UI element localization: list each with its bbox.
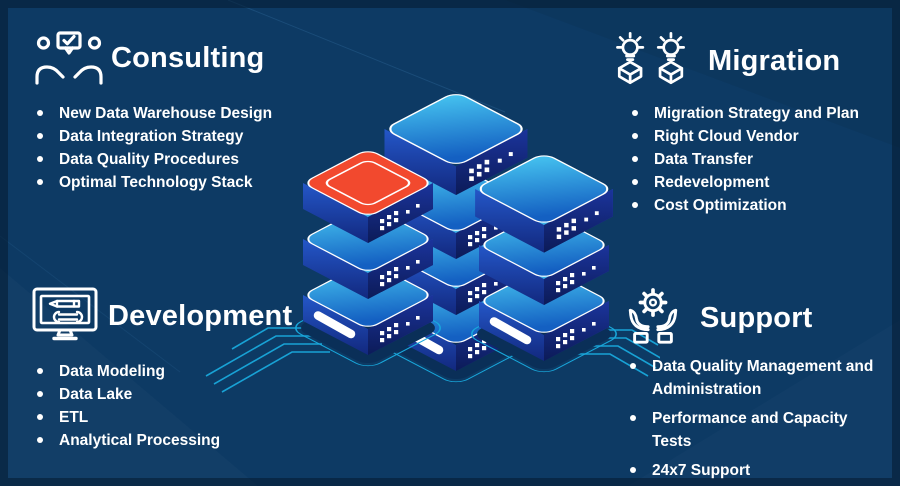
list-item-text: 24x7 Support: [652, 462, 751, 479]
list-item: Migration Strategy and Plan: [632, 102, 890, 125]
list-item: Analytical Processing: [37, 429, 304, 452]
bullet-dot: [630, 415, 636, 421]
list-item-text: Data Quality Management and Administrati…: [652, 358, 874, 398]
bullet-dot: [37, 437, 43, 443]
bullet-dot: [37, 133, 43, 139]
migration-title: Migration: [708, 44, 841, 77]
server-stacks-illustration: [205, 80, 660, 393]
list-item: Data Quality Procedures: [37, 148, 297, 171]
bullet-dot: [630, 467, 636, 473]
list-item: Data Modeling: [37, 360, 304, 383]
bullet-dot: [37, 414, 43, 420]
list-item: Data Lake: [37, 383, 304, 406]
development-title: Development: [108, 299, 293, 332]
support-title: Support: [700, 301, 813, 334]
bullet-dot: [632, 133, 638, 139]
bullet-dot: [632, 110, 638, 116]
list-item-text: Data Integration Strategy: [59, 128, 244, 145]
consulting-title: Consulting: [111, 41, 265, 74]
list-item: ETL: [37, 406, 304, 429]
development-header: Development: [32, 286, 304, 346]
list-item: Data Transfer: [632, 148, 890, 171]
bullet-dot: [37, 110, 43, 116]
section-support: Support Data Quality Management and Admi…: [622, 288, 890, 485]
consulting-header: Consulting: [35, 30, 297, 86]
list-item-text: New Data Warehouse Design: [59, 105, 273, 122]
server-column-right: [464, 153, 624, 377]
list-item-text: Data Lake: [59, 386, 133, 403]
monitor-tools-icon: [32, 287, 98, 341]
list-item-text: Optimal Technology Stack: [59, 174, 253, 191]
list-item-text: Data Transfer: [654, 151, 754, 168]
list-item: Cost Optimization: [632, 194, 890, 217]
list-item-text: Right Cloud Vendor: [654, 128, 799, 145]
list-item-text: Redevelopment: [654, 174, 770, 191]
list-item-text: Performance and Capacity Tests: [652, 410, 848, 450]
bullet-dot: [632, 179, 638, 185]
support-list: Data Quality Management and Administrati…: [622, 352, 890, 485]
migration-header: Migration: [612, 32, 890, 89]
list-item-text: ETL: [59, 409, 89, 426]
support-header: Support: [622, 288, 890, 347]
server-column-left: [288, 149, 448, 371]
bullet-dot: [630, 363, 636, 369]
list-item: Right Cloud Vendor: [632, 125, 890, 148]
bullet-dot: [37, 179, 43, 185]
list-item: Optimal Technology Stack: [37, 171, 297, 194]
list-item-text: Data Modeling: [59, 363, 165, 380]
idea-cubes-icon: [616, 32, 685, 85]
list-item: 24x7 Support: [630, 456, 890, 485]
handshake-check-icon: [35, 31, 103, 85]
bullet-dot: [37, 391, 43, 397]
hands-gear-icon: [628, 288, 678, 344]
bullet-dot: [37, 368, 43, 374]
bullet-dot: [632, 202, 638, 208]
list-item: Performance and Capacity Tests: [630, 404, 890, 456]
list-item: New Data Warehouse Design: [37, 102, 297, 125]
list-item-text: Migration Strategy and Plan: [654, 105, 859, 122]
list-item-text: Cost Optimization: [654, 197, 787, 214]
list-item: Data Integration Strategy: [37, 125, 297, 148]
bullet-dot: [632, 156, 638, 162]
list-item: Data Quality Management and Administrati…: [630, 352, 890, 404]
list-item-text: Data Quality Procedures: [59, 151, 240, 168]
bullet-dot: [37, 156, 43, 162]
list-item: Redevelopment: [632, 171, 890, 194]
list-item-text: Analytical Processing: [59, 432, 221, 449]
